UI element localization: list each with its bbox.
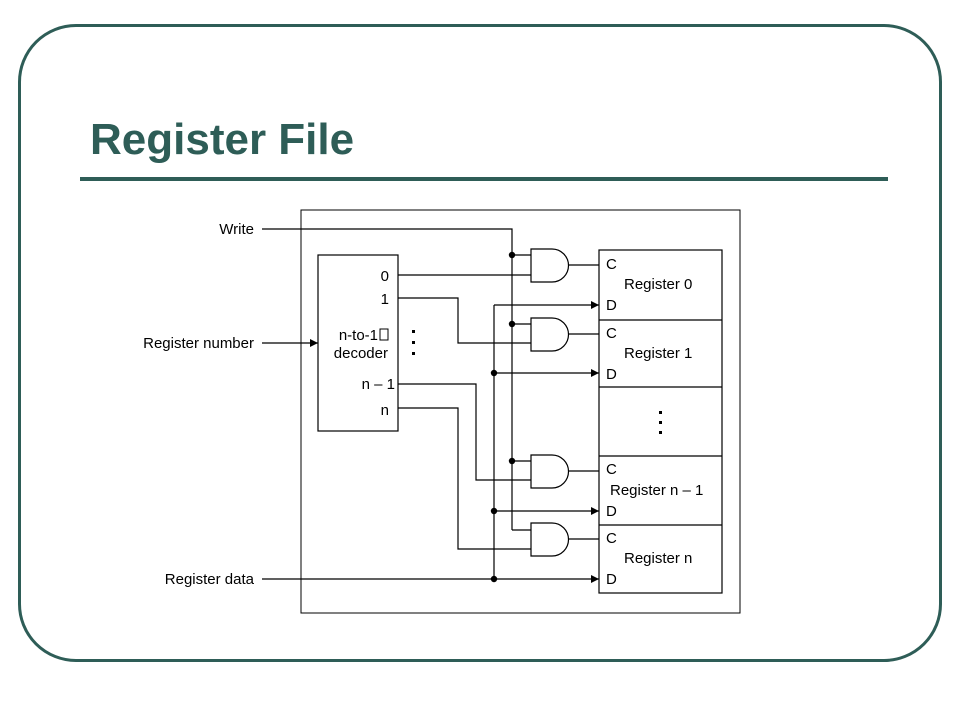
- and-gate-1: [530, 317, 570, 352]
- write-wire: [262, 228, 513, 530]
- register-n-1-data-label: D: [606, 503, 617, 520]
- register-ellipsis: [659, 411, 662, 434]
- register-0-clock-label: C: [606, 256, 617, 273]
- register-number-input-label: Register number: [143, 335, 254, 352]
- register-n-data-label: D: [606, 571, 617, 588]
- and-gate-n-1: [530, 454, 570, 489]
- decoder-output-n-label: n: [381, 402, 389, 419]
- register-n-clock-label: C: [606, 530, 617, 547]
- register-n-1-clock-label: C: [606, 461, 617, 478]
- junction-dot: [508, 457, 516, 465]
- slide-title: Register File: [90, 115, 355, 164]
- wire-junctions: [490, 251, 516, 583]
- decoder-name-line1: n-to-1: [339, 327, 378, 344]
- junction-dot: [508, 251, 516, 259]
- decoder-name-line2: decoder: [334, 345, 388, 362]
- register-0-data-label: D: [606, 297, 617, 314]
- register-n-name: Register n: [624, 550, 692, 567]
- and-gate-n: [530, 522, 570, 557]
- register-data-input-label: Register data: [165, 571, 255, 588]
- register-1-data-label: D: [606, 366, 617, 383]
- register-1-clock-label: C: [606, 325, 617, 342]
- junction-dot: [490, 369, 498, 377]
- decoder-output-n-1-label: n – 1: [362, 376, 395, 393]
- junction-dot: [508, 320, 516, 328]
- register-n-1-name: Register n – 1: [610, 482, 703, 499]
- junction-dot: [490, 575, 498, 583]
- decoder-n-1-to-gate-n-1: [398, 383, 531, 481]
- decoder-block: [317, 254, 399, 432]
- register-file-boundary: [300, 209, 741, 614]
- junction-dot: [490, 507, 498, 515]
- decoder-glyph-box: [379, 328, 389, 341]
- decoder-ellipsis: [412, 330, 415, 355]
- decoder-output-1-label: 1: [381, 291, 389, 308]
- decoder-n-to-gate-n: [398, 407, 531, 550]
- write-input-label: Write: [219, 221, 254, 238]
- title-underline: [80, 177, 888, 181]
- decoder-output-0-label: 0: [381, 268, 389, 285]
- and-gate-0: [530, 248, 570, 283]
- register-1-name: Register 1: [624, 345, 692, 362]
- register-0-name: Register 0: [624, 276, 692, 293]
